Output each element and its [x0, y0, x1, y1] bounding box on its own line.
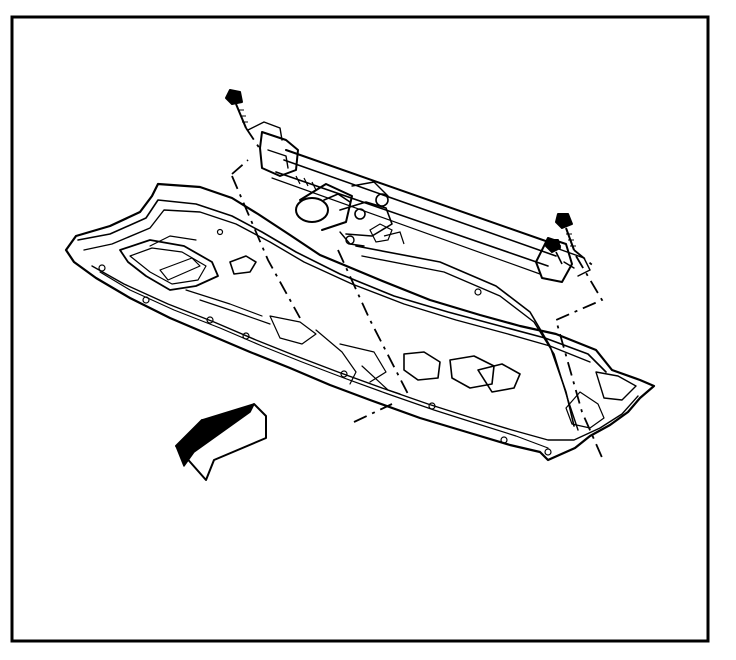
wiper-module [247, 121, 591, 431]
mounting-bolt [555, 213, 576, 251]
figure-border [10, 15, 710, 643]
front-direction-arrow-icon [175, 403, 267, 481]
mounting-bolt [545, 239, 563, 265]
mounting-bolt [225, 89, 248, 129]
transmission-linkage [295, 175, 405, 245]
cowl-panel [64, 182, 656, 462]
alignment-leader-lines [231, 127, 605, 463]
wiper-motor [295, 181, 393, 247]
